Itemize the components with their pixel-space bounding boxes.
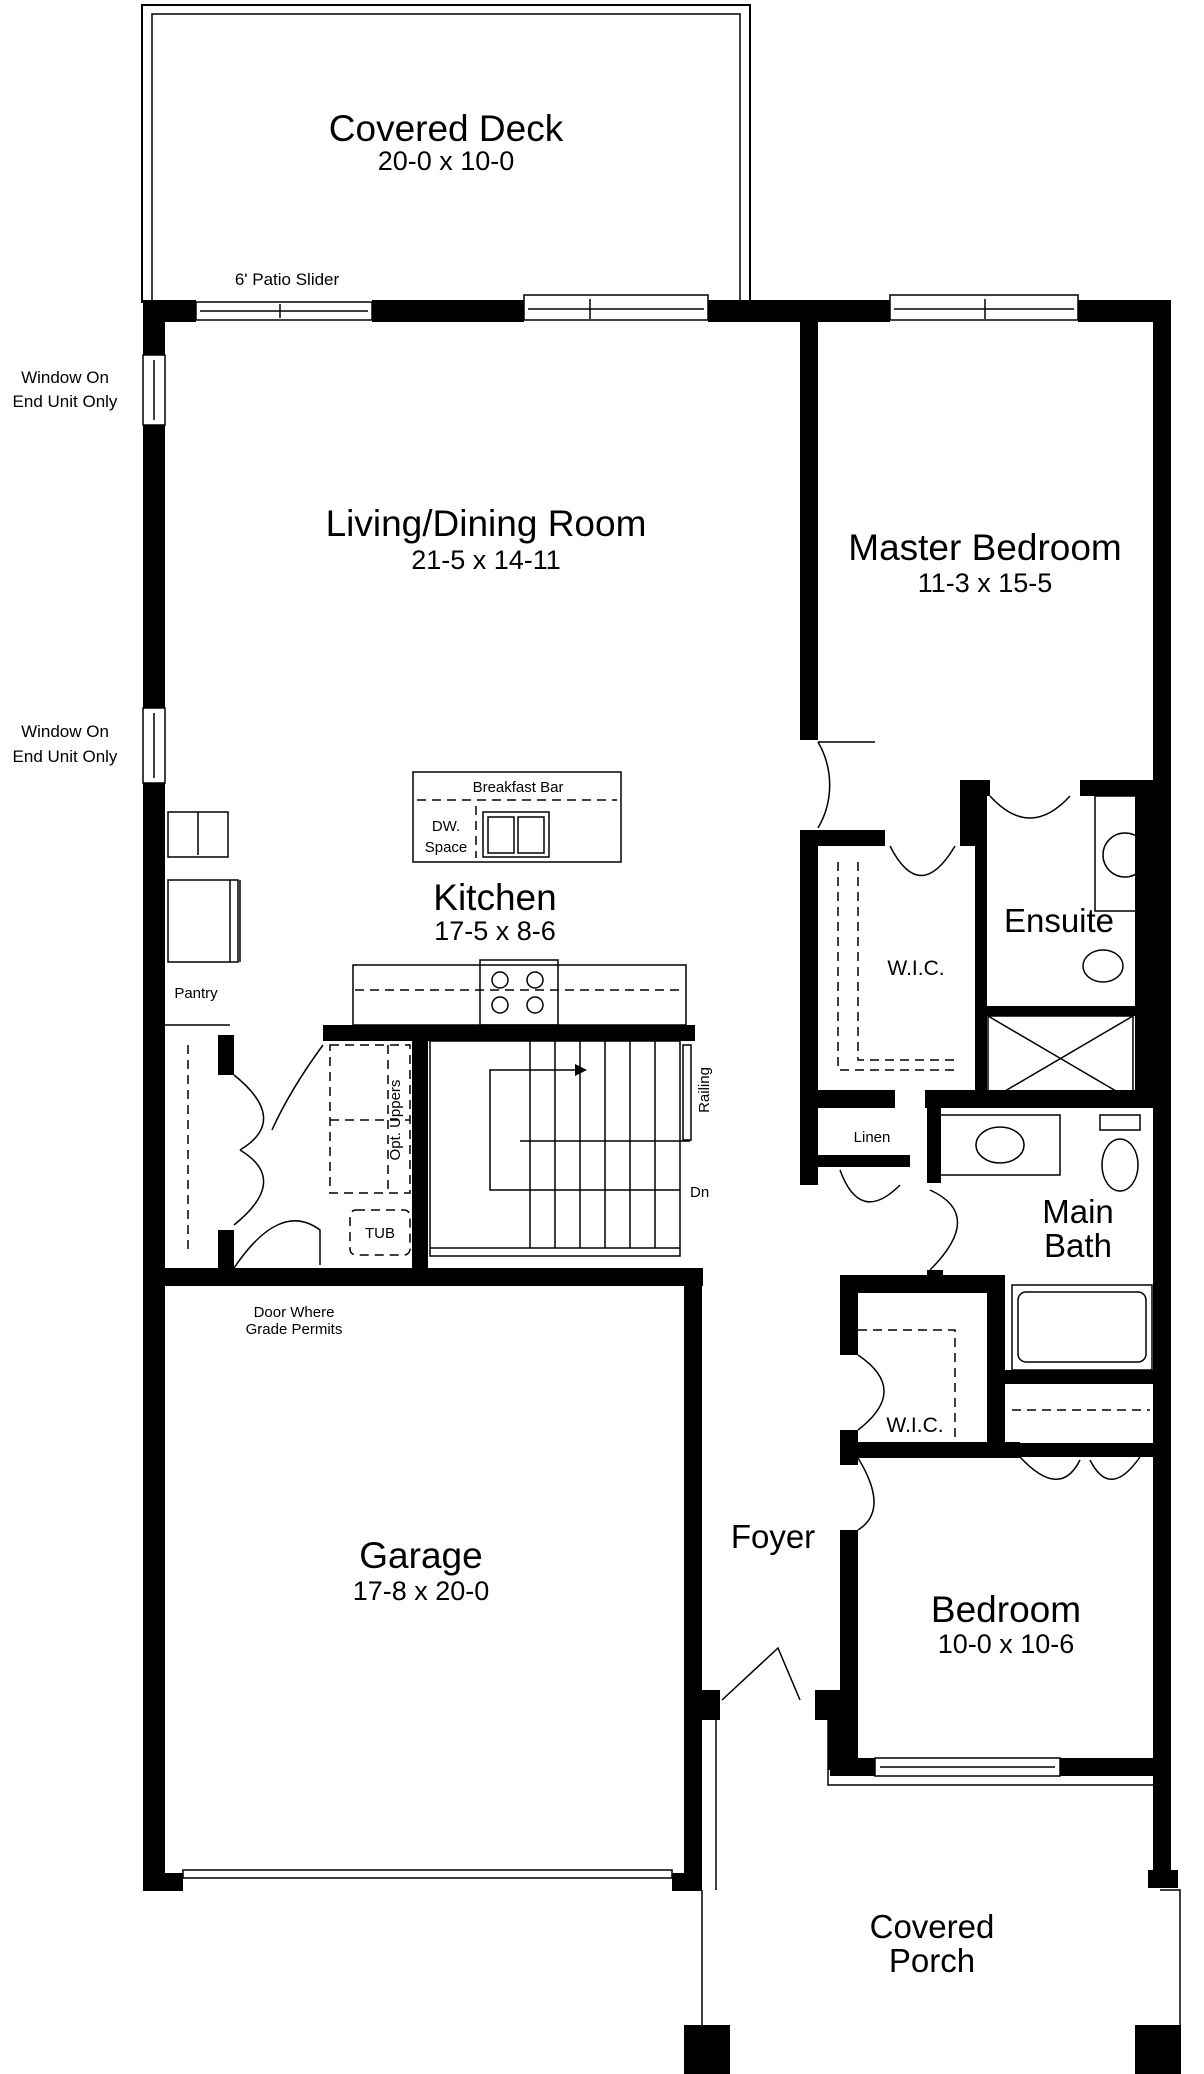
- foyer-label: Foyer: [731, 1518, 815, 1555]
- bedroom-closet: [858, 1329, 1150, 1440]
- tub-label: TUB: [365, 1225, 395, 1242]
- main-bath-label-2: Bath: [1044, 1227, 1112, 1264]
- breakfast-bar-label: Breakfast Bar: [473, 779, 564, 796]
- room-labels: Covered Deck 20-0 x 10-0 Living/Dining R…: [13, 108, 1122, 1979]
- window-note-2a: Window On: [21, 722, 109, 741]
- deck-dims: 20-0 x 10-0: [378, 146, 515, 176]
- laundry-fixtures: [187, 1044, 411, 1256]
- kitchen-name: Kitchen: [433, 877, 556, 918]
- dw-label-1: DW.: [432, 818, 460, 835]
- living-dims: 21-5 x 14-11: [411, 545, 561, 575]
- railing-label: Railing: [696, 1067, 713, 1113]
- covered-porch: [701, 1720, 1181, 2074]
- end-unit-window-2: [142, 707, 166, 784]
- stairs: [429, 1040, 692, 1257]
- window-note-1a: Window On: [21, 368, 109, 387]
- garage-door: [182, 1869, 673, 1879]
- ensuite-fixtures: [987, 795, 1156, 1102]
- kitchen-dims: 17-5 x 8-6: [434, 916, 556, 946]
- porch-label-2: Porch: [889, 1942, 975, 1979]
- wic-master-label: W.I.C.: [887, 957, 944, 980]
- garage-dims: 17-8 x 20-0: [353, 1576, 490, 1606]
- bedroom-dims: 10-0 x 10-6: [938, 1629, 1075, 1659]
- bedroom-name: Bedroom: [931, 1589, 1081, 1630]
- end-unit-window-1: [142, 354, 166, 426]
- patio-slider-label: 6' Patio Slider: [235, 270, 340, 289]
- patio-slider: [195, 301, 373, 321]
- window-note-2b: End Unit Only: [13, 747, 118, 766]
- covered-deck: [141, 4, 751, 303]
- dw-label-2: Space: [425, 839, 468, 856]
- porch-label-1: Covered: [870, 1908, 995, 1945]
- door-note-1: Door Where: [254, 1304, 335, 1321]
- wic-shelving: [837, 862, 960, 1071]
- linen-label: Linen: [854, 1129, 891, 1146]
- deck-name: Covered Deck: [329, 108, 564, 149]
- master-name: Master Bedroom: [848, 527, 1122, 568]
- window-note-1b: End Unit Only: [13, 392, 118, 411]
- pantry-label: Pantry: [174, 985, 218, 1002]
- ensuite-label: Ensuite: [1004, 902, 1114, 939]
- door-note-2: Grade Permits: [246, 1321, 343, 1338]
- living-name: Living/Dining Room: [326, 503, 647, 544]
- kitchen-fixtures: [165, 771, 687, 1026]
- master-dims: 11-3 x 15-5: [918, 568, 1053, 598]
- interior-walls: [218, 320, 1155, 1775]
- door-swings: [233, 741, 1141, 1701]
- garage-name: Garage: [359, 1535, 482, 1576]
- master-window: [889, 294, 1079, 321]
- bedroom-window: [874, 1757, 1061, 1777]
- exterior-walls: [143, 300, 1181, 2074]
- main-bath-fixtures: [939, 1114, 1153, 1371]
- opt-uppers-label: Opt. Uppers: [387, 1080, 404, 1161]
- main-bath-label-1: Main: [1042, 1193, 1114, 1230]
- down-label: Dn: [690, 1184, 709, 1201]
- wic-bedroom-label: W.I.C.: [886, 1414, 943, 1437]
- deck-window: [523, 294, 709, 321]
